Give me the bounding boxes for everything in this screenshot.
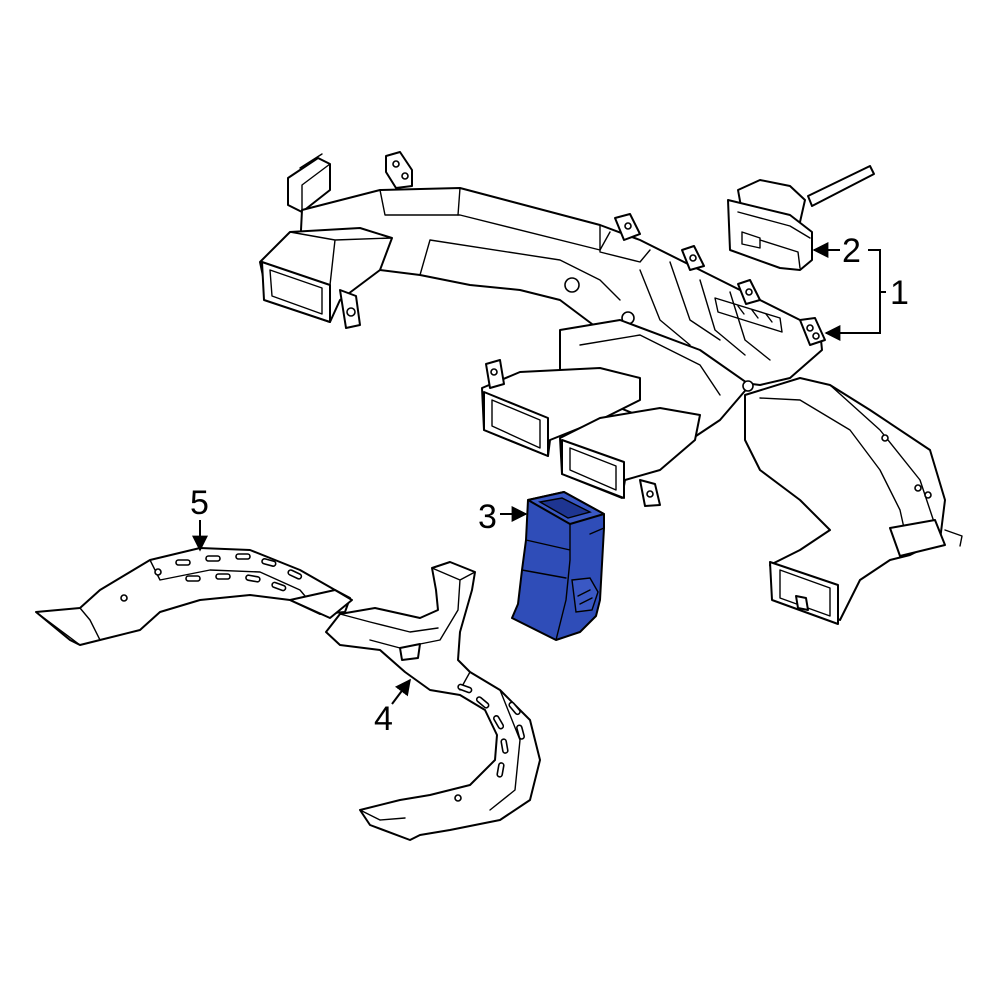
duct-part-4 (325, 561, 541, 841)
duct-part-3-highlighted (511, 491, 605, 641)
duct-part-5 (35, 547, 353, 646)
callout-label-3: 3 (478, 498, 497, 536)
main-duct-assembly (259, 151, 963, 625)
callout-5: 5 (190, 484, 209, 552)
leader-line-4 (391, 678, 411, 705)
callout-2: 2 (812, 232, 861, 270)
callout-3: 3 (478, 498, 528, 536)
callout-4: 4 (374, 678, 411, 738)
callout-label-1: 1 (890, 274, 909, 312)
callout-label-4: 4 (374, 700, 393, 738)
actuator-part-2 (727, 165, 875, 271)
callout-label-5: 5 (190, 484, 209, 522)
callout-1: 1 (824, 249, 909, 341)
callout-label-2: 2 (842, 232, 861, 270)
